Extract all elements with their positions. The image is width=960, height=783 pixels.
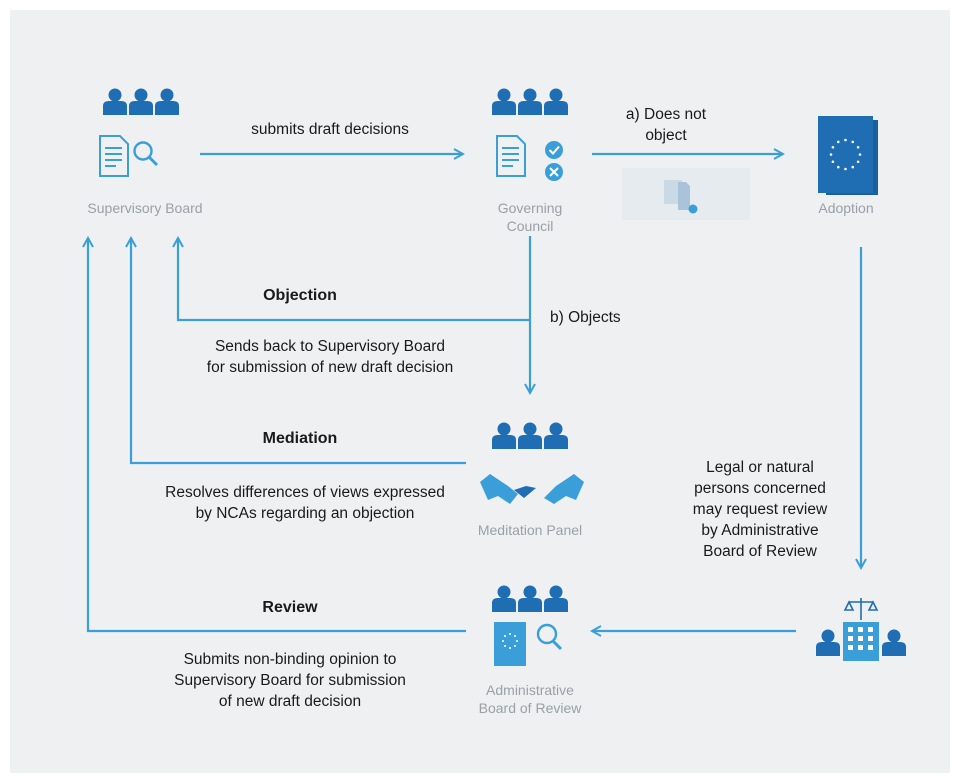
objects-label: b) Objects: [550, 309, 621, 326]
document-icon: [496, 135, 526, 177]
reject-cross-icon: [545, 163, 563, 181]
supervisory-board-icon: [99, 88, 179, 177]
review-title: Review: [262, 599, 318, 616]
governing-council-label: Governing Council: [497, 200, 563, 234]
legal-review-text: Legal or natural persons concerned may r…: [692, 459, 828, 560]
mediation-panel-label: Meditation Panel: [477, 522, 583, 538]
connectors: [88, 154, 861, 631]
mediation-title: Mediation: [262, 430, 338, 447]
faded-document-thumbnail: [622, 168, 750, 220]
eu-document-icon: [494, 622, 526, 666]
adoption-label: Adoption: [818, 200, 874, 216]
objection-arrow: [178, 238, 530, 322]
handshake-icon: [480, 474, 584, 504]
objection-text: Sends back to Supervisory Board for subm…: [206, 338, 454, 376]
governing-council-icon: [492, 88, 568, 181]
supervisory-board-label: Supervisory Board: [87, 200, 203, 216]
decision-flow-diagram: [10, 88, 906, 666]
does-not-object-label: a) Does not object: [625, 106, 707, 144]
eu-stars: [829, 138, 862, 171]
submits-label: submits draft decisions: [251, 121, 409, 138]
review-arrow: [88, 238, 466, 633]
mediation-text: Resolves differences of views expressed …: [165, 484, 445, 522]
document-search-icon: [99, 135, 159, 177]
administrative-board-icon: [492, 585, 568, 666]
approve-check-icon: [545, 141, 563, 159]
review-text: Submits non-binding opinion to Superviso…: [174, 651, 406, 710]
eu-book-icon: [818, 116, 878, 195]
people-group-icon: [492, 422, 568, 449]
mediation-panel-icon: [480, 422, 584, 504]
court-building-icon: [816, 598, 906, 661]
administrative-board-label: Administrative Board of Review: [478, 682, 582, 716]
building-icon: [843, 622, 879, 661]
people-group-icon: [492, 585, 568, 612]
objection-title: Objection: [263, 287, 337, 304]
mediation-arrow: [131, 238, 466, 465]
people-group-icon: [492, 88, 568, 115]
diagram-panel: Supervisory Board Governing Council Adop…: [10, 10, 950, 773]
scales-icon: [843, 598, 879, 620]
people-group-icon: [103, 88, 179, 115]
magnifier-icon: [536, 623, 563, 651]
